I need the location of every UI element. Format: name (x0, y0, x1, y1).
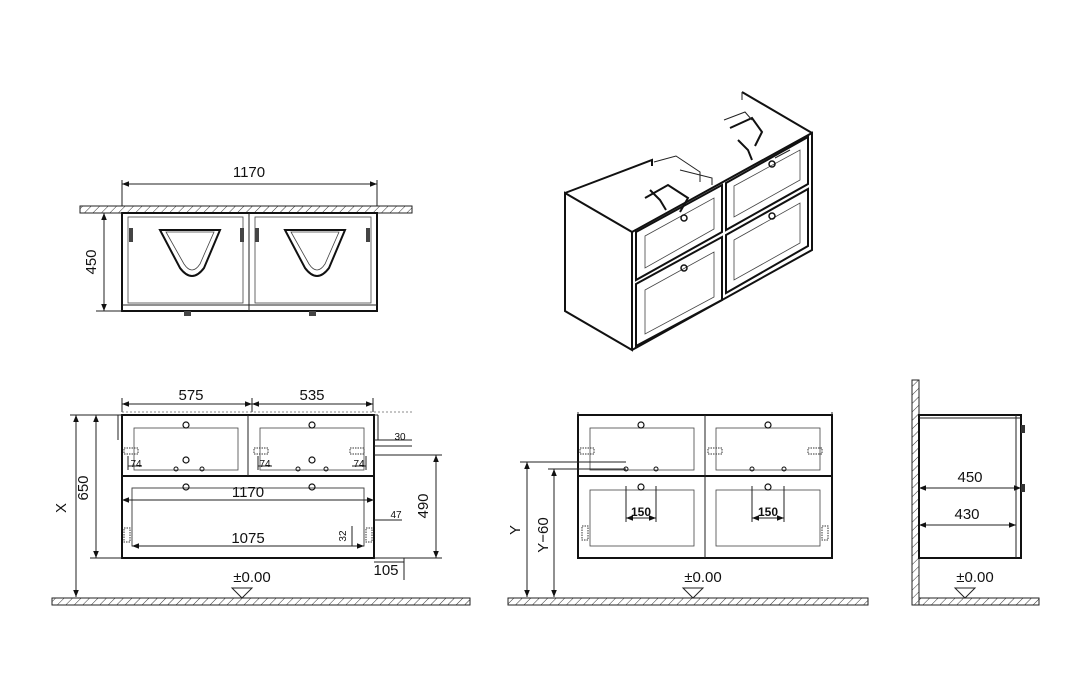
isometric-view (564, 91, 813, 352)
front-total-width-label: 1170 (232, 484, 264, 501)
rear-floor-hatch (507, 597, 869, 606)
hinge-74-mid: 74 (259, 459, 271, 470)
iso-drawer-bottom-right (725, 187, 809, 295)
small-32-label: 32 (338, 530, 349, 542)
iso-drawer-top-right (725, 135, 809, 232)
iso-drawer-bottom-left (635, 235, 723, 348)
front-floor-label: ±0.00 (233, 569, 270, 586)
rear-view: 150 150 Y Y−60 ±0.00 (507, 412, 869, 606)
offset-30-label: 30 (394, 432, 406, 443)
front-view: 575 535 74 74 74 (51, 387, 471, 606)
rear-floor-label: ±0.00 (684, 569, 721, 586)
side-depth-inner: 430 (954, 506, 979, 523)
basin-right (283, 229, 347, 277)
x-label: X (53, 503, 70, 513)
bottom-105-label: 105 (373, 562, 398, 579)
top-height-label: 450 (83, 249, 100, 274)
top-width-label: 1170 (233, 164, 265, 181)
iso-drawer-top-left (635, 183, 723, 282)
hinge-74-left: 74 (130, 459, 142, 470)
side-depth-outer: 450 (957, 469, 982, 486)
y-minus-label: Y−60 (535, 517, 552, 552)
countertop-slab (79, 205, 413, 214)
side-floor-label: ±0.00 (956, 569, 993, 586)
spacing-150-right: 150 (758, 505, 778, 519)
spacing-150-left: 150 (631, 505, 651, 519)
y-label: Y (507, 525, 524, 535)
small-47-label: 47 (390, 510, 402, 521)
front-right-width-label: 535 (299, 387, 324, 404)
side-floor-hatch (918, 597, 1040, 606)
front-floor-hatch (51, 597, 471, 606)
top-view: 1170 450 (79, 164, 413, 316)
front-inner-width-label: 1075 (231, 530, 264, 547)
side-view: 450 430 ±0.00 (911, 379, 1040, 606)
front-left-width-label: 575 (178, 387, 203, 404)
side-wall-hatch (911, 379, 920, 606)
height-490-label: 490 (415, 493, 432, 518)
height-650-label: 650 (75, 475, 92, 500)
hinge-74-right: 74 (353, 459, 365, 470)
basin-left (158, 229, 222, 277)
side-cabinet-body (918, 414, 1022, 559)
